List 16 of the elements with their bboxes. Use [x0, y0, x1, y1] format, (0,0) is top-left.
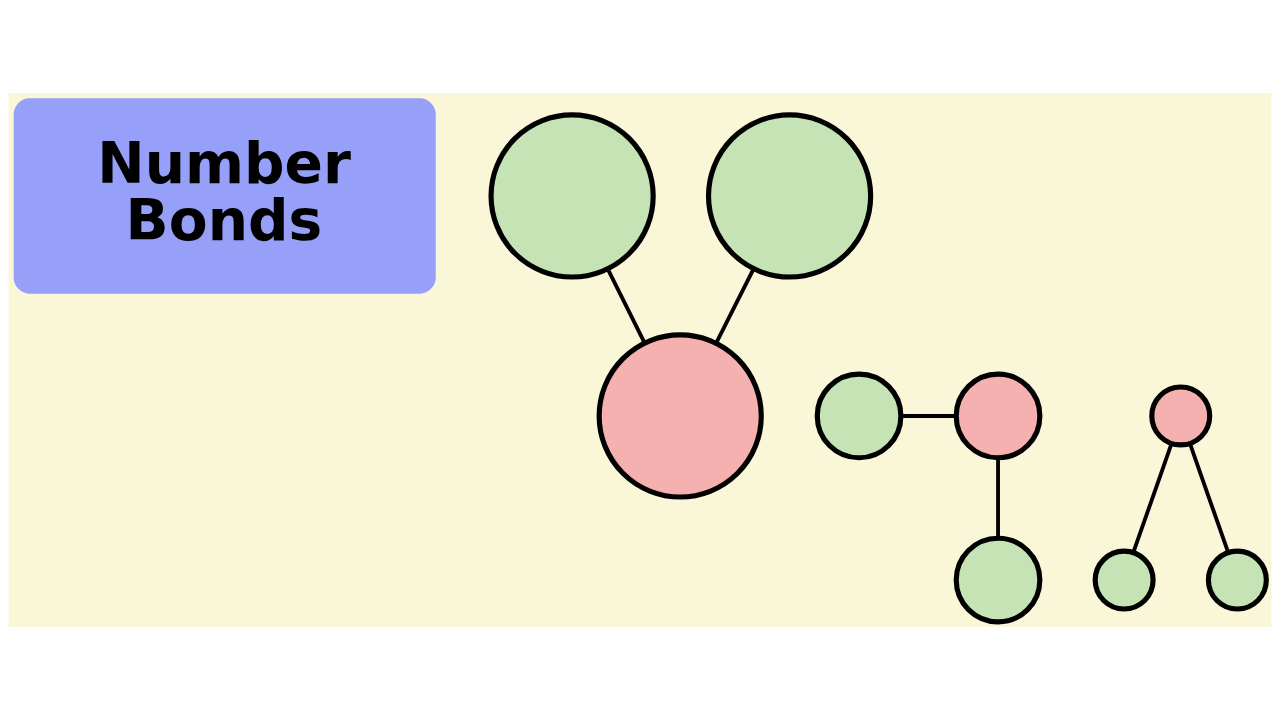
connector: [714, 268, 756, 344]
connector: [1188, 442, 1230, 554]
node-circle: [1205, 548, 1269, 612]
node-circle: [705, 112, 874, 280]
node-circle: [596, 332, 764, 500]
connector: [606, 268, 647, 344]
node-circle: [1149, 384, 1213, 448]
connector: [996, 458, 1000, 538]
node-circle: [1092, 548, 1156, 612]
node-circle: [814, 371, 904, 461]
connector: [1131, 442, 1174, 554]
node-circle: [953, 535, 1043, 625]
node-circle: [953, 371, 1043, 461]
node-box: Number Bonds: [13, 98, 436, 294]
node-circle: [488, 112, 656, 280]
connector: [901, 414, 957, 418]
